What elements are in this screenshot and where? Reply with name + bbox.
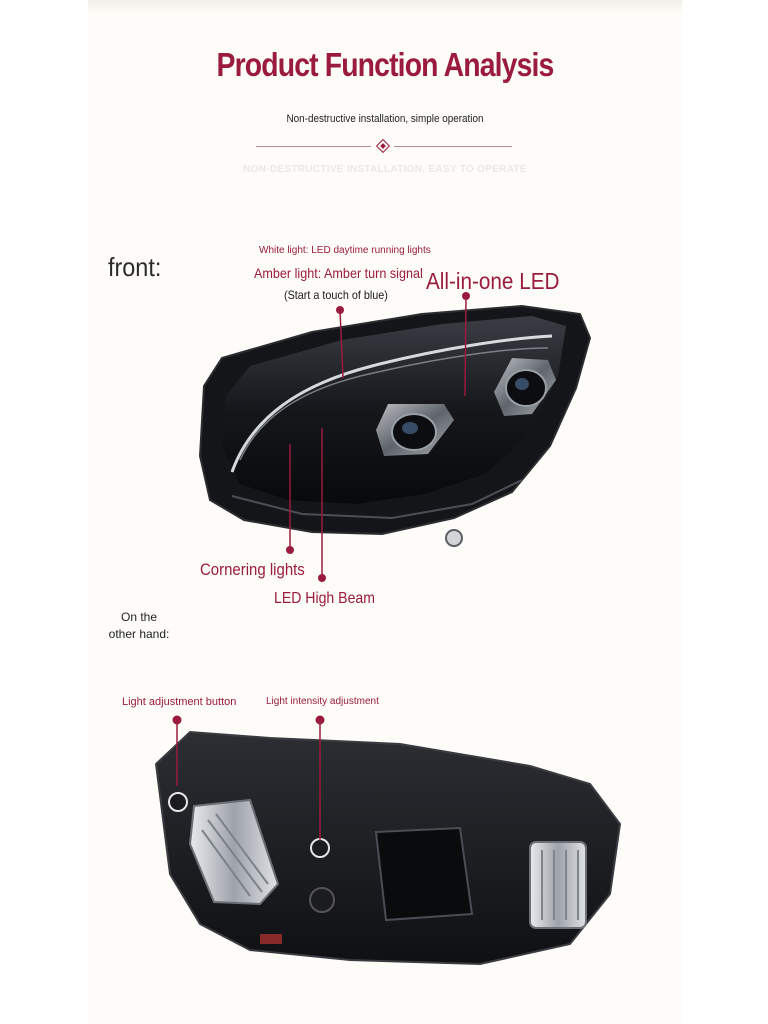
right-heatsink <box>529 841 587 929</box>
top-shade <box>88 0 682 14</box>
callout-amber-note: (Start a touch of blue) <box>284 288 388 302</box>
projector-right <box>494 358 556 416</box>
projector-left <box>376 404 454 456</box>
divider-line-right <box>394 146 512 147</box>
drl-strip <box>230 334 553 473</box>
callout-led-high-beam: LED High Beam <box>274 590 375 607</box>
back-callout-lines <box>172 715 325 840</box>
callout-amber-light: Amber light: Amber turn signal <box>254 265 423 281</box>
left-heatsink <box>188 798 280 906</box>
page-subtitle: Non-destructive installation, simple ope… <box>286 113 484 125</box>
headlight-back-image <box>154 730 622 966</box>
ghost-subtitle: NON-DESTRUCTIVE INSTALLATION, EASY TO OP… <box>243 164 527 175</box>
callout-white-light: White light: LED daytime running lights <box>259 245 431 256</box>
center-cover <box>374 826 474 922</box>
divider-line-left <box>256 146 371 147</box>
callout-light-intensity: Light intensity adjustment <box>266 696 379 707</box>
callout-all-in-one-led: All-in-one LED <box>426 268 560 294</box>
front-callout-lines <box>286 292 470 582</box>
product-page: Product Function Analysis Non-destructiv… <box>88 0 682 1024</box>
back-heading: On the other hand: <box>108 610 170 641</box>
page-title: Product Function Analysis <box>216 46 555 83</box>
front-heading: front: <box>108 252 162 282</box>
headlight-front-image <box>198 304 592 547</box>
callout-cornering-lights: Cornering lights <box>200 560 305 579</box>
callout-light-adjustment-button: Light adjustment button <box>122 696 237 708</box>
